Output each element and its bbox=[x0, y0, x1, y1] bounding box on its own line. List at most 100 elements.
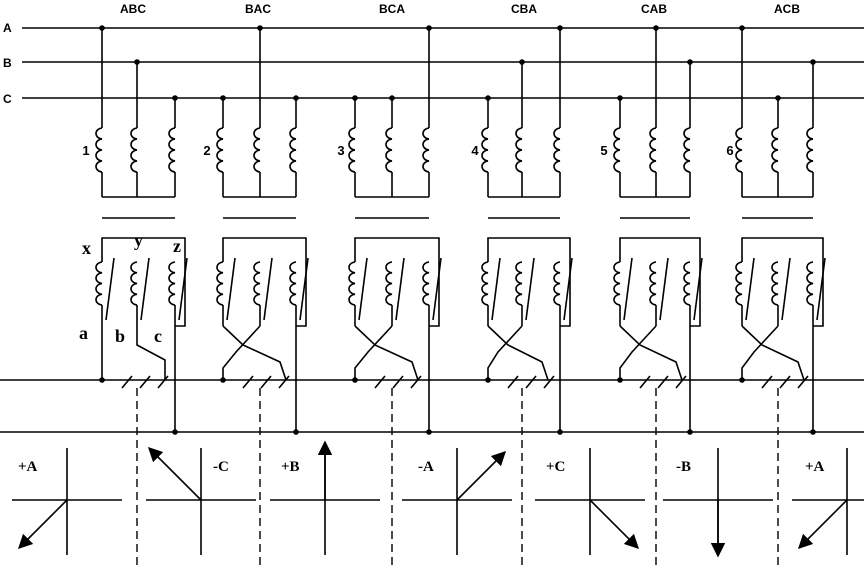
primary-coil bbox=[649, 127, 657, 173]
switch-contact bbox=[797, 375, 809, 389]
delta-link bbox=[395, 257, 405, 321]
output-lead bbox=[619, 325, 657, 380]
unit-number-1: 1 bbox=[82, 143, 89, 158]
output-lead bbox=[354, 325, 393, 380]
secondary-coil bbox=[649, 261, 657, 306]
phasor-label-1: +A bbox=[18, 459, 38, 475]
switch-contact bbox=[779, 375, 791, 389]
secondary-coil bbox=[515, 261, 523, 306]
switch-contact bbox=[639, 375, 651, 389]
secondary-coil bbox=[683, 261, 691, 306]
terminal-b: b bbox=[115, 326, 125, 346]
secondary-coil bbox=[216, 261, 224, 306]
output-lead bbox=[136, 326, 166, 380]
terminal-y: y bbox=[134, 230, 143, 250]
secondary-coil bbox=[422, 261, 430, 306]
delta-link bbox=[178, 257, 188, 321]
unit-number-4: 4 bbox=[471, 143, 479, 158]
terminal-z: z bbox=[173, 236, 181, 256]
secondary-coil bbox=[771, 261, 779, 306]
switch-contact bbox=[278, 375, 290, 389]
delta-link bbox=[299, 257, 309, 321]
switch-contact bbox=[121, 375, 133, 389]
delta-link bbox=[105, 257, 115, 321]
terminal-a: a bbox=[79, 323, 88, 343]
switch-contact bbox=[374, 375, 386, 389]
switch-contact bbox=[507, 375, 519, 389]
primary-coil bbox=[385, 127, 393, 173]
switch-contact bbox=[761, 375, 773, 389]
delta-link bbox=[623, 257, 633, 321]
secondary-coil bbox=[806, 261, 814, 306]
switch-contact bbox=[657, 375, 669, 389]
switch-contact bbox=[410, 375, 422, 389]
switch-contact bbox=[675, 375, 687, 389]
output-lead bbox=[487, 325, 523, 380]
phasor-arrow bbox=[147, 446, 202, 501]
output-lead bbox=[222, 325, 287, 381]
sequence-label-2: BAC bbox=[245, 2, 271, 16]
delta-link bbox=[693, 257, 703, 321]
secondary-coil bbox=[289, 261, 297, 306]
phasor-arrow bbox=[589, 499, 640, 550]
primary-coil bbox=[806, 127, 814, 173]
secondary-coil bbox=[95, 261, 103, 306]
primary-coil bbox=[771, 127, 779, 173]
delta-outer-loop bbox=[487, 237, 571, 327]
secondary-coil bbox=[253, 261, 261, 306]
output-lead bbox=[487, 325, 549, 381]
delta-link bbox=[358, 257, 368, 321]
output-lead bbox=[619, 325, 683, 381]
primary-coil bbox=[216, 127, 224, 173]
delta-outer-loop bbox=[354, 237, 440, 327]
primary-coil bbox=[130, 127, 138, 173]
primary-coil bbox=[683, 127, 691, 173]
sequence-label-1: ABC bbox=[120, 2, 146, 16]
diagram-drawing bbox=[0, 25, 864, 566]
primary-coil bbox=[481, 127, 489, 173]
delta-link bbox=[525, 257, 535, 321]
phasor-label-2: -C bbox=[213, 459, 229, 475]
delta-outer-loop bbox=[101, 237, 186, 327]
switch-contact bbox=[157, 375, 169, 389]
output-lead bbox=[222, 325, 261, 380]
secondary-coil bbox=[613, 261, 621, 306]
primary-coil bbox=[168, 127, 176, 173]
delta-link bbox=[140, 257, 150, 321]
delta-outer-loop bbox=[222, 237, 307, 327]
primary-coil bbox=[289, 127, 297, 173]
delta-link bbox=[491, 257, 501, 321]
switch-contact bbox=[139, 375, 151, 389]
bus-label-a: A bbox=[3, 21, 12, 35]
unit-number-5: 5 bbox=[600, 143, 607, 158]
sequence-label-5: CAB bbox=[641, 2, 667, 16]
delta-outer-loop bbox=[741, 237, 824, 327]
output-lead bbox=[354, 325, 419, 381]
sequence-label-3: BCA bbox=[379, 2, 405, 16]
bus-label-b: B bbox=[3, 56, 12, 70]
delta-link bbox=[226, 257, 236, 321]
bus-label-c: C bbox=[3, 92, 12, 106]
secondary-coil bbox=[130, 261, 138, 306]
output-lead bbox=[741, 325, 805, 381]
phasor-label-5: +C bbox=[546, 459, 565, 475]
primary-coil bbox=[348, 127, 356, 173]
phasor-arrow bbox=[17, 499, 68, 550]
switch-contact bbox=[260, 375, 272, 389]
delta-link bbox=[563, 257, 573, 321]
delta-link bbox=[745, 257, 755, 321]
secondary-coil bbox=[735, 261, 743, 306]
secondary-coil bbox=[348, 261, 356, 306]
terminal-x: x bbox=[82, 238, 91, 258]
sequence-label-4: CBA bbox=[511, 2, 537, 16]
delta-link bbox=[659, 257, 669, 321]
primary-coil bbox=[553, 127, 561, 173]
phasor-arrow bbox=[797, 499, 848, 550]
switch-contact bbox=[525, 375, 537, 389]
secondary-coil bbox=[481, 261, 489, 306]
primary-coil bbox=[95, 127, 103, 173]
delta-outer-loop bbox=[619, 237, 701, 327]
phasor-arrow bbox=[456, 450, 507, 501]
primary-coil bbox=[422, 127, 430, 173]
